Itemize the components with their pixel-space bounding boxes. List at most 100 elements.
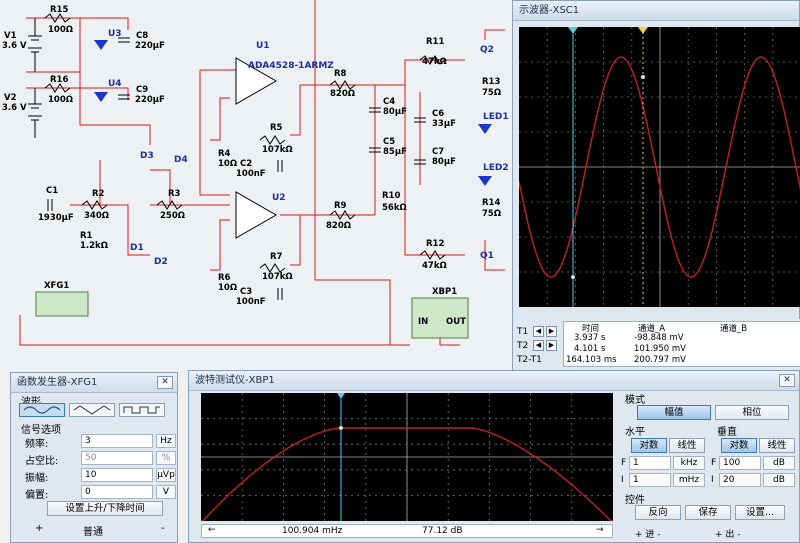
label-c6: C6 <box>432 109 444 119</box>
label-xbp1: XBP1 <box>432 287 457 297</box>
label-d4: D4 <box>174 155 188 165</box>
led2-symbol <box>478 176 492 186</box>
horizontal-linear-button[interactable]: 线性 <box>669 438 705 453</box>
label-c4: C4 <box>383 97 395 107</box>
duty-cycle-input[interactable]: 50 <box>81 451 153 465</box>
bode-cursor-marker-icon[interactable] <box>337 393 345 399</box>
triangle-wave-icon <box>73 405 111 415</box>
vertical-initial-input[interactable]: 20 <box>719 473 761 487</box>
reverse-button[interactable]: 反向 <box>635 505 681 520</box>
amplitude-unit[interactable]: µVp <box>156 468 176 482</box>
frequency-input[interactable]: 3 <box>81 434 153 448</box>
cursor-right-arrow-icon[interactable]: → <box>596 525 604 535</box>
bode-cursor-point <box>339 426 343 430</box>
t1-time-value: 3.937 s <box>574 333 606 343</box>
value-c2: 100nF <box>236 169 266 179</box>
value-r3: 250Ω <box>160 211 185 221</box>
label-c9: C9 <box>136 85 148 95</box>
function-generator-titlebar: 函数发生器-XFG1 ✕ <box>11 373 177 393</box>
t1-left-arrow-icon[interactable]: ◀ <box>533 326 544 337</box>
t2-label: T2 <box>517 341 529 351</box>
label-led2: LED2 <box>483 163 509 173</box>
capacitor-symbols <box>47 37 426 300</box>
label-r9: R9 <box>334 201 347 211</box>
vertical-linear-button[interactable]: 线性 <box>759 438 795 453</box>
bode-plot <box>200 393 613 522</box>
part-u1: ADA4528-1ARMZ <box>248 61 334 71</box>
t1-right-arrow-icon[interactable]: ▶ <box>546 326 557 337</box>
horizontal-final-input[interactable]: 1 <box>629 456 671 470</box>
function-generator-title: 函数发生器-XFG1 <box>17 377 98 388</box>
value-r10: 56kΩ <box>382 203 407 213</box>
t2-right-arrow-icon[interactable]: ▶ <box>546 340 557 351</box>
horizontal-log-button[interactable]: 对数 <box>631 438 667 453</box>
cursor-readout-table: 时间 通道_A 通道_B 3.937 s -98.848 mV 4.101 s … <box>563 321 800 367</box>
t2-time-value: 4.101 s <box>574 344 606 354</box>
horizontal-final-unit[interactable]: kHz <box>673 456 705 470</box>
bode-plot-screen[interactable] <box>200 393 613 522</box>
duty-cycle-unit[interactable]: % <box>156 451 176 465</box>
offset-unit[interactable]: V <box>156 485 176 499</box>
vertical-log-button[interactable]: 对数 <box>721 438 757 453</box>
horizontal-initial-unit[interactable]: mHz <box>673 473 705 487</box>
value-r12: 47kΩ <box>422 261 447 271</box>
t2-t1-label: T2-T1 <box>517 355 542 365</box>
label-r13: R13 <box>482 77 500 87</box>
duty-cycle-label: 占空比: <box>25 456 59 467</box>
oscilloscope-title: 示波器-XSC1 <box>513 1 799 21</box>
zener-u3-symbol <box>94 40 108 50</box>
settings-button[interactable]: 设置... <box>735 505 785 520</box>
minus-terminal-label: - <box>161 523 165 534</box>
xbp1-out-label: OUT <box>446 317 466 327</box>
offset-input[interactable]: 0 <box>81 485 153 499</box>
t1-channel-a-value: -98.848 mV <box>634 333 684 343</box>
save-button[interactable]: 保存 <box>685 505 731 520</box>
amplitude-input[interactable]: 10 <box>81 468 153 482</box>
vertical-initial-unit[interactable]: dB <box>763 473 795 487</box>
label-r16: R16 <box>50 75 68 85</box>
label-r15: R15 <box>50 5 68 15</box>
cursor-1-marker-icon[interactable] <box>568 27 578 34</box>
magnitude-button[interactable]: 幅值 <box>637 405 711 420</box>
bode-plotter-window[interactable]: 波特测试仪-XBP1 ✕ ← 100.904 mHz 77.12 dB → 模式… <box>188 370 800 543</box>
vertical-final-label: F <box>711 458 717 468</box>
xfg1-instrument-box[interactable] <box>35 291 89 317</box>
oscilloscope-screen[interactable] <box>518 27 800 307</box>
oscilloscope-window[interactable]: 示波器-XSC1 T1 ◀ ▶ T2 ◀ ▶ T2-T1 时间 通道_A 通道_… <box>512 0 800 371</box>
t2-left-arrow-icon[interactable]: ◀ <box>533 340 544 351</box>
value-r4: 10Ω <box>218 159 237 169</box>
led1-symbol <box>478 124 492 134</box>
triangle-wave-button[interactable] <box>69 403 115 417</box>
xbp1-instrument-box[interactable] <box>411 297 469 339</box>
close-icon[interactable]: ✕ <box>779 374 795 387</box>
sine-wave-icon <box>23 406 61 414</box>
phase-button[interactable]: 相位 <box>715 405 789 420</box>
frequency-unit[interactable]: Hz <box>156 434 176 448</box>
cursor-2-marker-icon[interactable] <box>638 27 648 34</box>
bode-plotter-titlebar: 波特测试仪-XBP1 ✕ <box>189 371 799 391</box>
t1-label: T1 <box>517 327 529 337</box>
square-wave-button[interactable] <box>119 403 165 417</box>
oscilloscope-plot <box>518 27 800 307</box>
close-icon[interactable]: ✕ <box>157 376 173 389</box>
value-r11: 47kΩ <box>422 57 447 67</box>
value-c4: 80µF <box>383 107 407 117</box>
sine-wave-button[interactable] <box>19 403 65 417</box>
delta-channel-a-value: 200.797 mV <box>634 355 686 365</box>
label-d3: D3 <box>140 151 154 161</box>
horizontal-label: 水平 <box>625 427 645 438</box>
frequency-label: 频率: <box>25 439 49 450</box>
label-v1: V1 <box>4 31 17 41</box>
horizontal-initial-input[interactable]: 1 <box>629 473 671 487</box>
resistor-symbols <box>44 13 446 273</box>
header-channel-a: 通道_A <box>638 324 666 334</box>
value-r16: 100Ω <box>48 95 73 105</box>
set-rise-fall-time-button[interactable]: 设置上升/下降时间 <box>47 501 163 516</box>
cursor-left-arrow-icon[interactable]: ← <box>208 525 216 535</box>
vertical-final-input[interactable]: 100 <box>719 456 761 470</box>
header-time: 时间 <box>582 324 600 334</box>
vertical-final-unit[interactable]: dB <box>763 456 795 470</box>
schematic-canvas[interactable]: R15 100Ω V1 3.6 V U3 C8 220µF R16 100Ω V… <box>0 0 512 370</box>
function-generator-window[interactable]: 函数发生器-XFG1 ✕ 波形 信号选项 频率: 3 Hz 占空比: 50 % … <box>10 372 178 543</box>
t2-channel-a-value: 101.950 mV <box>634 344 686 354</box>
